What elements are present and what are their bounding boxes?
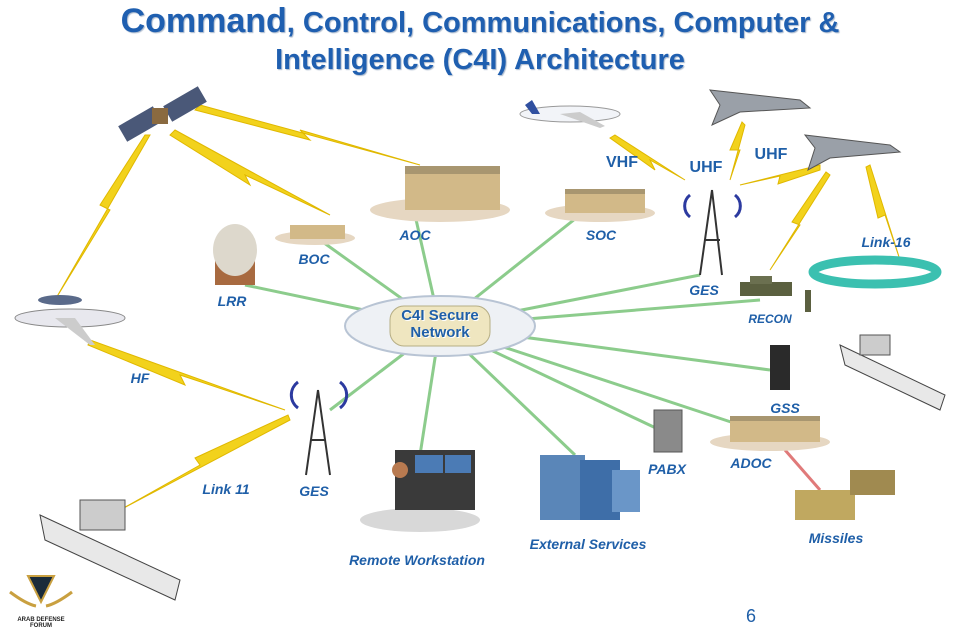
lightning-sat-boc (169, 129, 331, 216)
lightning-vhf (609, 134, 686, 181)
label-soc: SOC (585, 227, 617, 243)
soc-building-icon (545, 189, 655, 222)
label-pabx: PABX (648, 461, 686, 477)
label-link16: Link-16 (861, 234, 911, 250)
aoc-building-icon (370, 166, 510, 222)
label-recon: RECON (748, 312, 792, 326)
fighter-jet-1-icon (708, 89, 812, 126)
page-number: 6 (746, 606, 757, 626)
lrr-radar-icon (213, 224, 257, 285)
ship-top-right-icon (839, 334, 946, 411)
ship-bottom-left-icon (39, 499, 181, 601)
hub-label: C4I Secure Network (401, 307, 479, 341)
label-vhf: VHF (606, 154, 638, 171)
recon-vehicle-icon (740, 276, 811, 312)
awacs-aircraft-icon (14, 295, 126, 345)
label-lrr: LRR (217, 293, 247, 309)
lightning-uhf1 (729, 121, 746, 181)
boc-building-icon (275, 225, 355, 245)
fighter-jet-2-icon (803, 134, 902, 172)
adoc-building-icon (710, 416, 830, 451)
external-services-buildings-icon (540, 455, 640, 520)
label-uhf-2: UHF (754, 146, 788, 163)
radio-links (54, 104, 901, 511)
label-hf: HF (130, 370, 150, 386)
label-adoc: ADOC (730, 455, 772, 471)
title-rest: , Control, Communications, Computer & (286, 7, 840, 39)
label-external-services: External Services (529, 536, 647, 552)
logo-text: ARAB DEFENSE FORUM (17, 617, 65, 629)
lightning-uhf2 (739, 164, 821, 186)
adoc-missiles-link (783, 449, 822, 491)
label-remote-workstation: Remote Workstation (349, 552, 485, 568)
satellite-icon (118, 86, 207, 142)
label-gss: GSS (770, 400, 800, 416)
label-boc: BOC (298, 251, 330, 267)
slide-title-line1: Command, Control, Communications, Comput… (0, 2, 960, 41)
lightning-sat-awacs (54, 134, 151, 301)
ges-top-tower-icon (683, 189, 742, 276)
label-ges-top: GES (689, 282, 719, 298)
hub-label-line2: Network (410, 324, 470, 341)
airliner-icon (519, 100, 621, 128)
missile-launcher-icon (795, 470, 895, 520)
lightning-link11 (119, 414, 291, 511)
label-ges-bottom: GES (299, 483, 329, 499)
lightning-hf (87, 339, 286, 411)
label-uhf-1: UHF (689, 159, 723, 176)
lightning-sat-aoc (194, 104, 421, 166)
ges-bottom-tower-icon (289, 380, 349, 476)
pabx-server-icon (653, 409, 683, 453)
slide-title-line2: Intelligence (C4I) Architecture (275, 44, 685, 76)
gss-terminal-icon (770, 345, 790, 390)
hub-label-line1: C4I Secure (401, 307, 479, 324)
link16-ring-icon (808, 255, 942, 289)
logo-shield-icon (9, 575, 73, 608)
lightning-link16 (865, 164, 901, 261)
label-missiles: Missiles (808, 530, 864, 546)
title-command: Command (120, 2, 287, 40)
lightning-recon (769, 171, 831, 271)
arab-defense-forum-logo: ARAB DEFENSE FORUM (6, 572, 76, 629)
hub-ring (389, 305, 491, 347)
label-link11: Link 11 (202, 481, 250, 497)
remote-workstation-icon (360, 450, 480, 532)
label-aoc: AOC (399, 227, 431, 243)
